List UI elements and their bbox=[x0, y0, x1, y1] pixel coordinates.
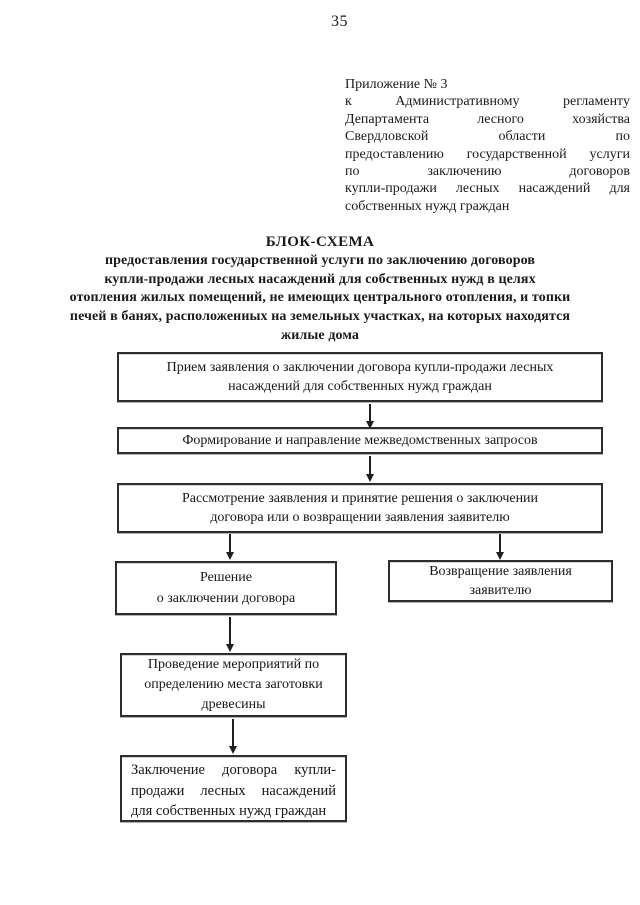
flow-arrow-down bbox=[225, 534, 234, 560]
appendix-reference: Приложение № 3 к Административному регла… bbox=[345, 76, 630, 215]
flow-arrow-down bbox=[365, 404, 374, 429]
title-heading: БЛОК-СХЕМА bbox=[265, 234, 375, 250]
appendix-line: по заключению договоров bbox=[345, 164, 630, 180]
flow-box-line: Формирование и направление межведомствен… bbox=[182, 433, 538, 448]
appendix-line: предоставлению государственной услуги bbox=[345, 146, 630, 162]
flow-box-contract-conclusion: Заключение договора купли- продажи лесны… bbox=[120, 755, 347, 822]
title-line: предоставления государственной услуги по… bbox=[104, 252, 536, 268]
flow-box-contract-decision: Решение о заключении договора bbox=[115, 561, 337, 615]
title-line: жилые дома bbox=[281, 327, 359, 343]
appendix-line: собственных нужд граждан bbox=[345, 198, 510, 214]
flow-box-line: Заключение договора купли- bbox=[131, 762, 336, 778]
document-title: БЛОК-СХЕМА предоставления государственно… bbox=[0, 233, 640, 346]
flow-box-line: для собственных нужд граждан bbox=[131, 803, 327, 819]
flow-box-line: договора или о возвращении заявления зая… bbox=[210, 510, 510, 525]
appendix-line: к Административному регламенту bbox=[345, 94, 630, 110]
flow-box-application-return: Возвращение заявления заявителю bbox=[388, 560, 613, 602]
appendix-line: купли-продажи лесных насаждений для bbox=[345, 181, 630, 197]
flow-arrow-down bbox=[228, 719, 237, 754]
flow-box-line: продажи лесных насаждений bbox=[131, 782, 336, 799]
page-number: 35 bbox=[331, 13, 348, 30]
flow-box-line: о заключении договора bbox=[156, 591, 296, 606]
appendix-line: Приложение № 3 bbox=[345, 77, 448, 92]
flow-box-line: заявителю bbox=[469, 583, 532, 598]
flow-box-line: определению места заготовки bbox=[144, 677, 323, 692]
appendix-line: Департамента лесного хозяйства bbox=[345, 111, 630, 127]
title-line: печей в банях, расположенных на земельны… bbox=[69, 309, 571, 325]
flow-box-interagency-requests: Формирование и направление межведомствен… bbox=[117, 427, 603, 454]
flow-box-line: Решение bbox=[199, 570, 252, 585]
flow-box-line: Прием заявления о заключении договора ку… bbox=[166, 360, 554, 375]
flow-box-line: насаждений для собственных нужд граждан bbox=[228, 379, 492, 394]
flow-box-line: Рассмотрение заявления и принятие решени… bbox=[181, 491, 539, 506]
title-line: отопления жилых помещений, не имеющих це… bbox=[69, 290, 571, 306]
flow-box-harvest-site-activities: Проведение мероприятий по определению ме… bbox=[120, 653, 347, 717]
flow-arrow-down bbox=[365, 456, 374, 482]
flow-box-line: Проведение мероприятий по bbox=[147, 657, 320, 672]
flow-arrow-down bbox=[495, 534, 504, 560]
flow-box-application-review: Рассмотрение заявления и принятие решени… bbox=[117, 483, 603, 533]
flow-box-line: Возвращение заявления bbox=[429, 564, 572, 579]
flow-arrow-down bbox=[225, 617, 234, 652]
title-line: купли-продажи лесных насаждений для собс… bbox=[104, 271, 536, 287]
appendix-line: Свердловской области по bbox=[345, 129, 630, 145]
flow-box-application-intake: Прием заявления о заключении договора ку… bbox=[117, 352, 603, 402]
flow-box-line: древесины bbox=[201, 697, 266, 712]
